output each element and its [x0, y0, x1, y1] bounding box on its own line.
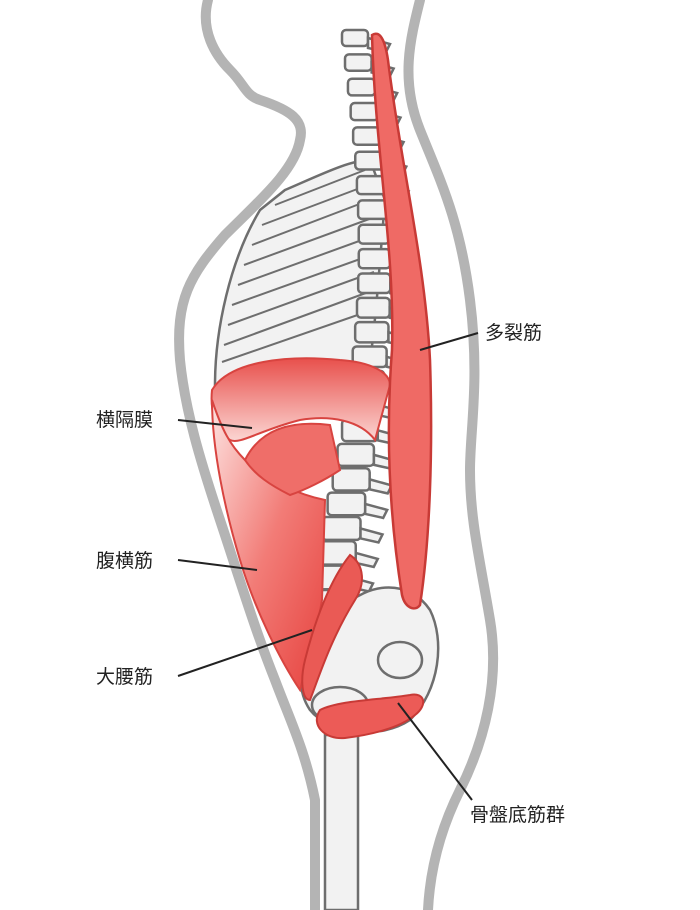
vertebra	[326, 491, 367, 517]
label-pelvic-floor: 骨盤底筋群	[470, 804, 566, 826]
vertebra	[336, 442, 376, 468]
spinous-process	[359, 526, 385, 544]
leader-psoas	[177, 629, 313, 677]
vertebra	[349, 101, 380, 122]
ribcage	[213, 158, 387, 387]
label-transversus-abdominis: 腹横筋	[96, 550, 154, 572]
spinous-process	[368, 477, 394, 495]
transversus-inner	[243, 422, 342, 497]
body-outline	[174, 0, 499, 910]
psoas-major-muscle	[301, 553, 363, 702]
leader-multifidus	[419, 332, 479, 351]
label-multifidus: 多裂筋	[485, 322, 543, 344]
vertebra	[321, 515, 362, 542]
leader-diaphragm	[177, 419, 253, 429]
vertebra	[356, 272, 392, 295]
pelvic-floor-muscle	[315, 693, 425, 740]
label-diaphragm: 横隔膜	[96, 409, 154, 431]
leader-transversus	[177, 559, 258, 571]
leader-pelvic-floor	[397, 702, 473, 801]
leader-lines	[177, 332, 479, 801]
vertebra	[346, 77, 377, 97]
vertebra	[340, 28, 370, 48]
vertebra	[355, 296, 391, 319]
vertebra	[343, 53, 373, 72]
vertebra	[353, 320, 390, 344]
multifidus-muscle	[370, 32, 433, 610]
vertebra	[357, 247, 392, 270]
spinous-process	[363, 502, 389, 520]
vertebra	[357, 223, 391, 245]
label-psoas-major: 大腰筋	[96, 666, 154, 688]
